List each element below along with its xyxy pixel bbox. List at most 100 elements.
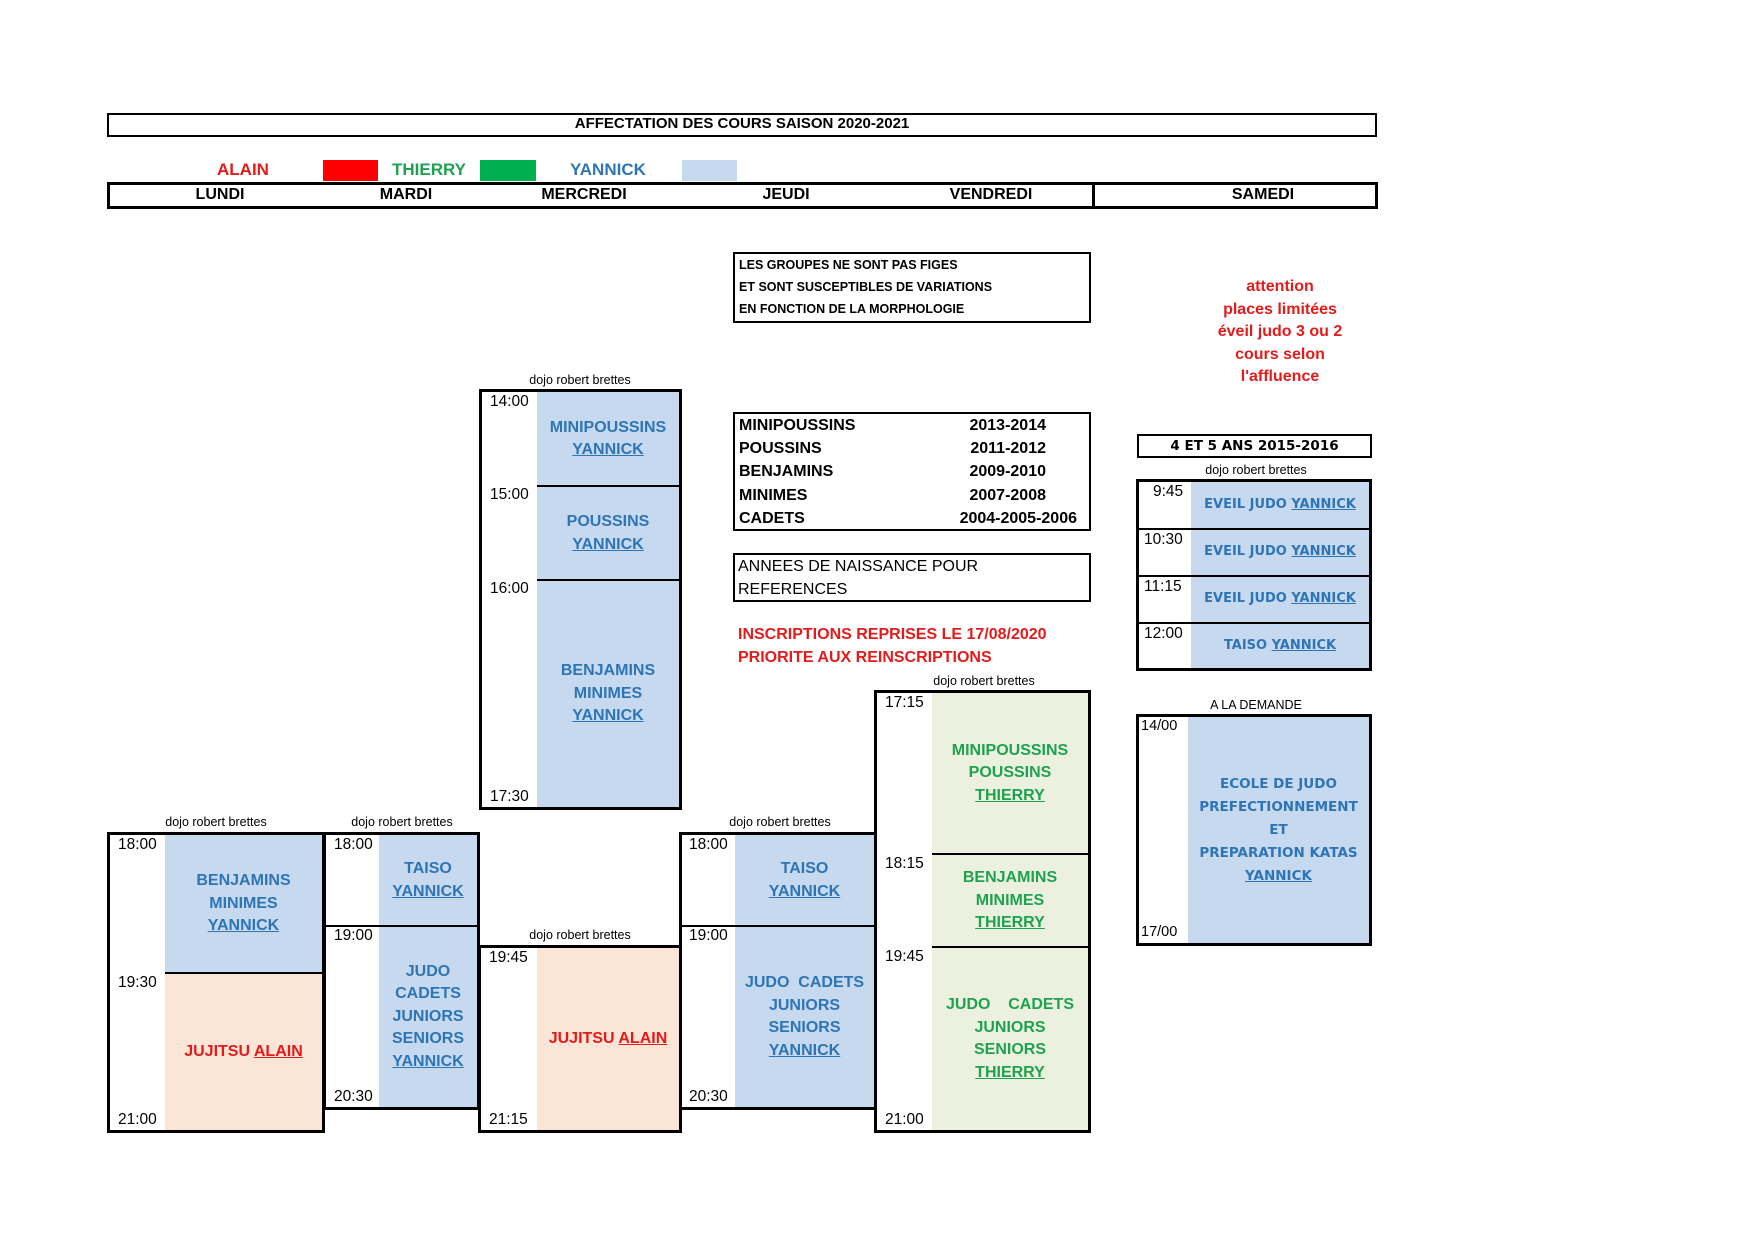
row-divider (537, 485, 679, 487)
course-name: PREFECTIONNEMENT ET (1199, 798, 1358, 838)
course-cell: TAISO YANNICK (1191, 624, 1369, 668)
coach-name: THIERRY (975, 786, 1045, 804)
time-label: 19:30 (118, 974, 157, 991)
day-mardi: MARDI (379, 186, 433, 203)
course-name: JUDO CADETS (744, 974, 865, 991)
day-mercredi: MERCREDI (541, 186, 627, 203)
dojo-label: dojo robert brettes (351, 815, 453, 829)
coach-name: YANNICK (1271, 637, 1337, 653)
page-title: AFFECTATION DES COURS SAISON 2020-2021 (107, 113, 1377, 137)
days-header: LUNDI MARDI MERCREDI JEUDI VENDREDI SAME… (107, 182, 1378, 209)
coach-name: ALAIN (253, 1042, 303, 1060)
saturday-row: 9:45 EVEIL JUDO YANNICK (1139, 482, 1369, 528)
inscriptions-line: PRIORITE AUX REINSCRIPTIONS (738, 648, 992, 666)
saturday-row: 11:15 EVEIL JUDO YANNICK (1139, 577, 1369, 622)
time-label: 14/00 (1141, 718, 1178, 734)
course-line: TAISO YANNICK (1224, 635, 1336, 658)
inscriptions-notice: INSCRIPTIONS REPRISES LE 17/08/2020 PRIO… (738, 624, 1047, 669)
group-years: 2009-2010 (969, 463, 1046, 480)
row-divider (1139, 528, 1369, 530)
attention-line: attention (1246, 278, 1314, 295)
course-line: JUJITSU ALAIN (184, 1041, 303, 1064)
dojo-label: dojo robert brettes (729, 815, 831, 829)
dojo-label: dojo robert brettes (933, 674, 1035, 688)
row-divider (1139, 575, 1369, 577)
legend-thierry-swatch (480, 160, 536, 181)
course-cell: EVEIL JUDO YANNICK (1191, 577, 1369, 622)
course-name: MINIPOUSSINS (549, 418, 667, 436)
note-box: LES GROUPES NE SONT PAS FIGES ET SONT SU… (733, 252, 1091, 323)
course-cell: JUDO CADETS JUNIORS SENIORS THIERRY (932, 948, 1088, 1130)
row-divider (537, 579, 679, 581)
schedule-mercredi-soir: 19:45 21:15 JUJITSU ALAIN (478, 945, 682, 1133)
schedule-mercredi-pm: 14:00 15:00 16:00 17:30 MINIPOUSSINS YAN… (479, 389, 682, 810)
legend-yannick-swatch (682, 160, 737, 181)
annees-note: ANNEES DE NAISSANCE POUR REFERENCES (733, 553, 1091, 602)
time-label: 19:00 (689, 927, 728, 944)
day-samedi: SAMEDI (1231, 186, 1295, 203)
coach-name: THIERRY (975, 1063, 1045, 1081)
attention-line: cours selon (1235, 345, 1325, 363)
course-cell: TAISO YANNICK (379, 835, 477, 926)
time-label: 10:30 (1144, 531, 1183, 548)
coach-name: YANNICK (1291, 496, 1356, 512)
course-name: JUDO (405, 962, 451, 980)
dojo-label: dojo robert brettes (529, 928, 631, 942)
attention-notice: attention places limitées éveil judo 3 o… (1180, 276, 1380, 389)
course-name: SENIORS (973, 1041, 1046, 1058)
course-name: MINIPOUSSINS (951, 741, 1069, 759)
row-divider (326, 925, 477, 927)
annees-line: REFERENCES (738, 581, 848, 598)
attention-line: places limitées (1223, 300, 1337, 318)
course-cell: POUSSINS YANNICK (537, 487, 679, 580)
coach-name: YANNICK (207, 917, 280, 935)
group-years: 2013-2014 (969, 417, 1046, 434)
course-cell: JUJITSU ALAIN (537, 948, 679, 1130)
row-divider (1139, 622, 1369, 624)
course-name: TAISO (780, 860, 829, 877)
course-name: BENJAMINS (196, 872, 291, 890)
course-cell: BENJAMINS MINIMES THIERRY (932, 855, 1088, 947)
course-name: MINIMES (573, 684, 643, 702)
time-label: 19:45 (885, 948, 924, 965)
time-label: 21:00 (118, 1111, 157, 1128)
time-label: 21:15 (489, 1111, 528, 1128)
time-label: 21:00 (885, 1111, 924, 1128)
row-divider (932, 946, 1088, 948)
group-name: MINIPOUSSINS (739, 417, 856, 434)
course-name: POUSSINS (968, 764, 1052, 782)
coach-name: YANNICK (768, 1041, 841, 1059)
course-name: BENJAMINS (560, 662, 656, 680)
course-cell: JUJITSU ALAIN (165, 974, 322, 1130)
coach-name: YANNICK (1245, 867, 1312, 884)
course-name: ECOLE DE JUDO (1220, 775, 1337, 792)
course-name: EVEIL JUDO (1204, 591, 1287, 607)
coach-name: YANNICK (1291, 591, 1356, 607)
a-la-demande-label: A LA DEMANDE (1210, 698, 1302, 712)
coach-name: YANNICK (1291, 544, 1356, 560)
time-label: 17/00 (1141, 924, 1178, 940)
course-name: CADETS (395, 985, 461, 1003)
course-cell: JUDO CADETS JUNIORS SENIORS YANNICK (379, 927, 477, 1107)
course-cell: MINIPOUSSINS YANNICK (537, 392, 679, 486)
course-name: JUNIORS (392, 1007, 464, 1025)
row-divider (165, 972, 322, 974)
course-cell: BENJAMINS MINIMES YANNICK (537, 581, 679, 807)
note-line: EN FONCTION DE LA MORPHOLOGIE (739, 302, 965, 316)
group-name: MINIMES (739, 487, 808, 504)
coach-name: YANNICK (572, 707, 644, 725)
legend-alain-label: ALAIN (217, 160, 269, 179)
day-vendredi: VENDREDI (949, 186, 1033, 203)
coach-name: YANNICK (392, 882, 464, 900)
time-label: 18:00 (334, 836, 373, 853)
course-name: TAISO (1223, 637, 1268, 653)
time-label: 18:15 (885, 855, 924, 872)
group-name: CADETS (739, 510, 805, 527)
course-name: EVEIL JUDO (1204, 544, 1287, 560)
time-label: 16:00 (490, 580, 529, 597)
legend-yannick-label: YANNICK (570, 160, 646, 179)
course-name: JUNIORS (974, 1018, 1046, 1036)
group-years: 2004-2005-2006 (959, 510, 1077, 527)
